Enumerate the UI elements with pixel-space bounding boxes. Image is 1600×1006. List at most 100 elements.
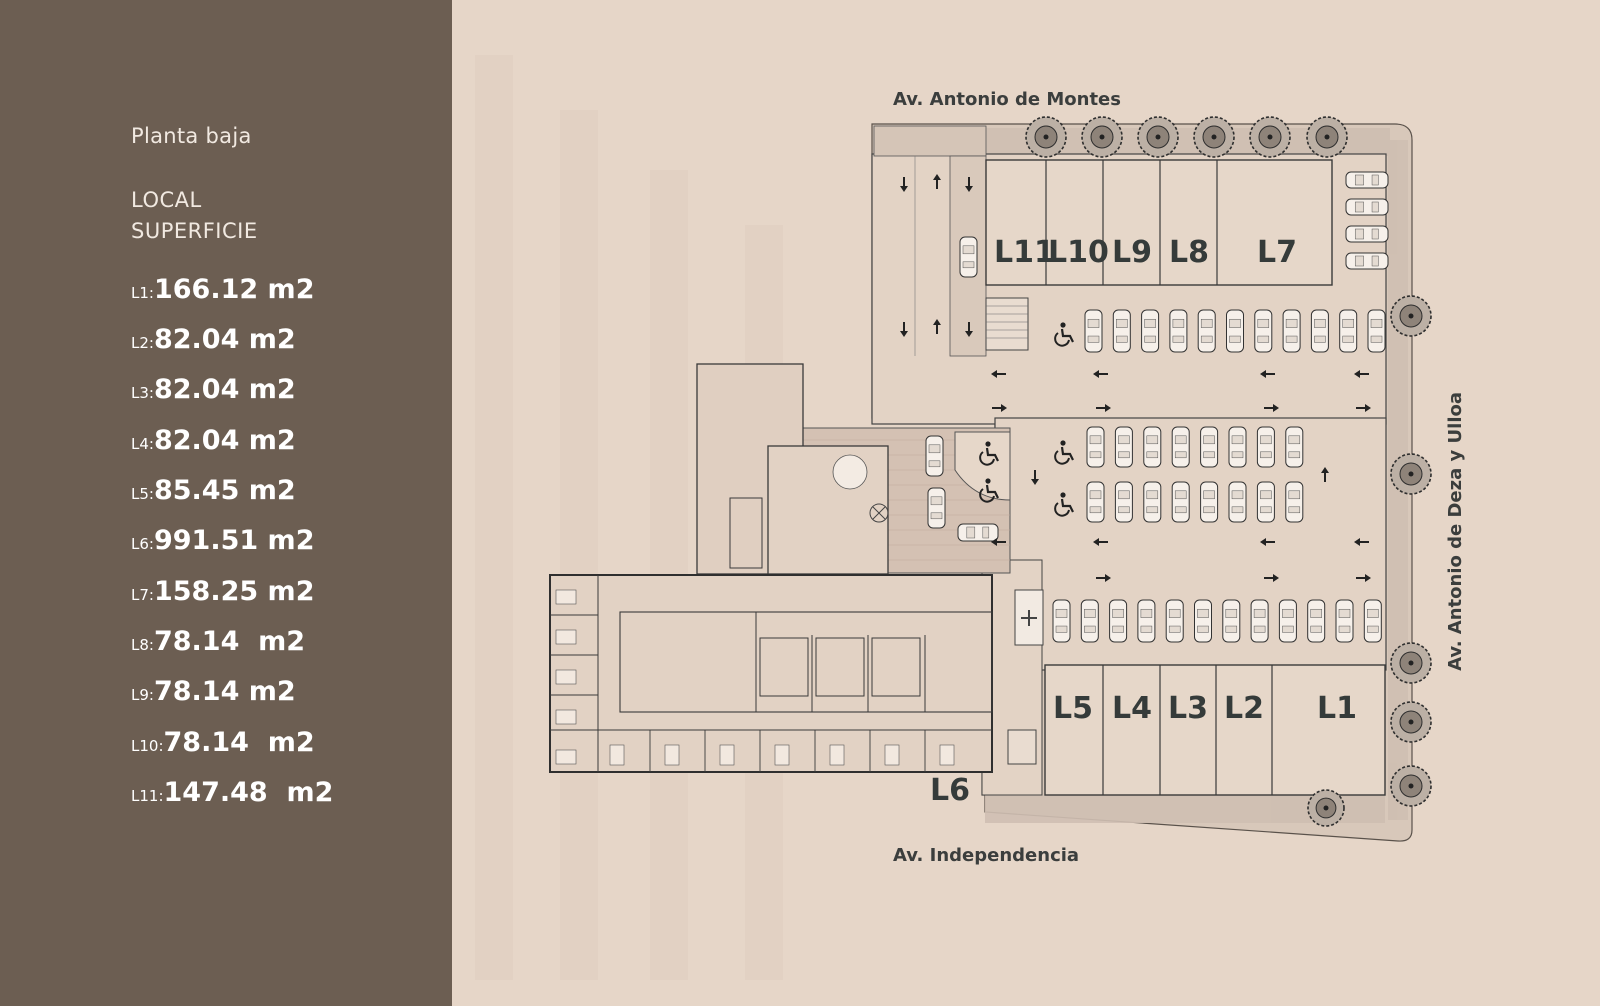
wheelchair-icon [979,441,999,466]
floor-plan-svg: L11 L10 L9 L8 L7 L5 L4 L3 L2 L1 L6 [475,55,1432,980]
unit-row-l6: L6:991.51 m2 [131,525,314,556]
wheelchair-icon [1054,322,1074,347]
car-icon [1084,309,1103,353]
car-icon [1143,426,1162,468]
arrow-icon [1093,370,1108,378]
unit-row-l3: L3:82.04 m2 [131,374,296,405]
floor-title: Planta baja [131,124,252,148]
tree-icon [1390,701,1432,743]
shop-label-l10: L10 [1048,235,1109,270]
tree-icon [1390,765,1432,807]
car-icon [1143,481,1162,523]
unit-row-l2: L2:82.04 m2 [131,324,296,355]
unit-label: L9: [131,686,154,704]
car-icon [1137,599,1156,643]
tree-icon [1390,642,1432,684]
shop-label-l8: L8 [1169,235,1209,270]
car-icon [1307,599,1326,643]
car-icon [1052,599,1071,643]
unit-label: L11: [131,787,164,805]
heading-local: LOCAL [131,188,202,212]
shop-label-l1: L1 [1317,691,1357,726]
arrow-icon [1260,538,1275,546]
wheelchair-icon [1054,440,1074,465]
car-icon [1228,481,1247,523]
unit-label: L1: [131,284,154,302]
arrow-icon [1356,574,1371,582]
car-icon [1114,426,1133,468]
unit-area: 82.04 m2 [153,425,296,456]
car-icon [1141,309,1160,353]
unit-area: 166.12 m2 [153,274,315,305]
car-icon [1194,599,1212,643]
unit-row-l11: L11:147.48 m2 [131,777,333,808]
arrow-icon [1354,370,1369,378]
street-right: Av. Antonio de Deza y Ulloa [1445,392,1466,671]
unit-area: 991.51 m2 [153,525,315,556]
wheelchair-icon [979,478,999,503]
car-icon [1226,309,1244,353]
arrow-icon [1096,574,1111,582]
car-icon [1197,309,1216,353]
ambulance-icon [1014,589,1044,646]
car-icon [1367,309,1386,353]
arrow-icon [992,404,1007,412]
car-icon [1086,481,1105,523]
shop-label-l9: L9 [1112,235,1152,270]
car-icon [959,236,978,278]
wheelchair-icon [1054,492,1074,517]
unit-row-l5: L5:85.45 m2 [131,475,296,506]
arrow-icon [933,174,941,189]
car-icon [1310,309,1329,353]
floor-plan-area: L11 L10 L9 L8 L7 L5 L4 L3 L2 L1 L6 Av. A… [452,0,1600,1006]
unit-area: 82.04 m2 [153,324,296,355]
car-icon [1109,599,1128,643]
arrow-icon [1096,404,1111,412]
unit-row-l4: L4:82.04 m2 [131,425,296,456]
car-icon [1335,599,1354,643]
tree-icon [1137,116,1179,158]
arrow-icon [991,370,1006,378]
car-icon [1080,599,1099,643]
tree-icon [1249,116,1291,158]
car-icon [1114,481,1133,523]
car-icon [1200,426,1219,468]
unit-label: L6: [131,535,154,553]
unit-area: 82.04 m2 [153,374,296,405]
unit-label: L8: [131,636,154,654]
heading-superficie: SUPERFICIE [131,219,258,243]
sidebar: Planta baja LOCAL SUPERFICIE L1:166.12 m… [0,0,452,1006]
street-top: Av. Antonio de Montes [893,89,1121,110]
arrow-icon [1356,404,1371,412]
unit-row-l8: L8:78.14 m2 [131,626,305,657]
car-icon [1112,309,1131,353]
unit-label: L3: [131,384,154,402]
arrow-icon [1264,574,1279,582]
arrow-icon [1264,404,1279,412]
shop-label-l2: L2 [1224,691,1264,726]
car-icon [1256,481,1275,523]
unit-row-l1: L1:166.12 m2 [131,274,314,305]
car-icon [1285,481,1304,523]
car-icon [1169,309,1188,353]
car-icon [1278,599,1297,643]
car-icon [957,523,999,542]
car-icon [1256,426,1275,468]
unit-label: L7: [131,586,154,604]
tree-icon [1081,116,1123,158]
unit-area: 85.45 m2 [153,475,296,506]
tree-icon [1390,453,1432,495]
tree-icon [1390,295,1432,337]
car-icon [1345,171,1389,189]
unit-label: L4: [131,435,154,453]
arrow-icon [991,538,1006,546]
car-icon [1285,426,1304,468]
shop-label-l6: L6 [930,773,970,808]
shop-label-l3: L3 [1168,691,1208,726]
car-icon [925,435,944,477]
shop-label-l7: L7 [1257,235,1297,270]
car-icon [1339,309,1358,353]
arrow-icon [965,322,973,337]
car-icon [1345,198,1389,216]
car-icon [927,487,946,529]
